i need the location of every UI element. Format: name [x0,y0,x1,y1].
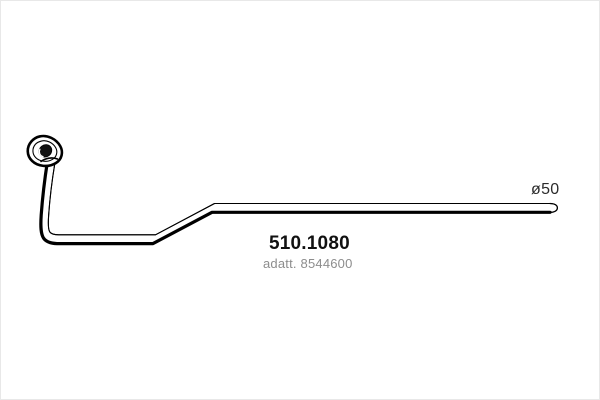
adaptation-code-label: adatt. 8544600 [263,256,353,271]
pipe-tip-cap [549,202,559,213]
pipe-highlight-edge [47,163,551,236]
part-number-label: 510.1080 [269,233,350,254]
pipe-end-tip [549,202,559,213]
exhaust-flange [26,134,64,168]
exhaust-pipe-body [39,159,558,246]
diameter-label: ø50 [531,181,560,198]
pipe-shading-edge [39,159,552,246]
flange-bore-highlight [38,148,44,158]
pipe-outline [40,160,558,245]
flange-neck-joint [40,157,59,163]
